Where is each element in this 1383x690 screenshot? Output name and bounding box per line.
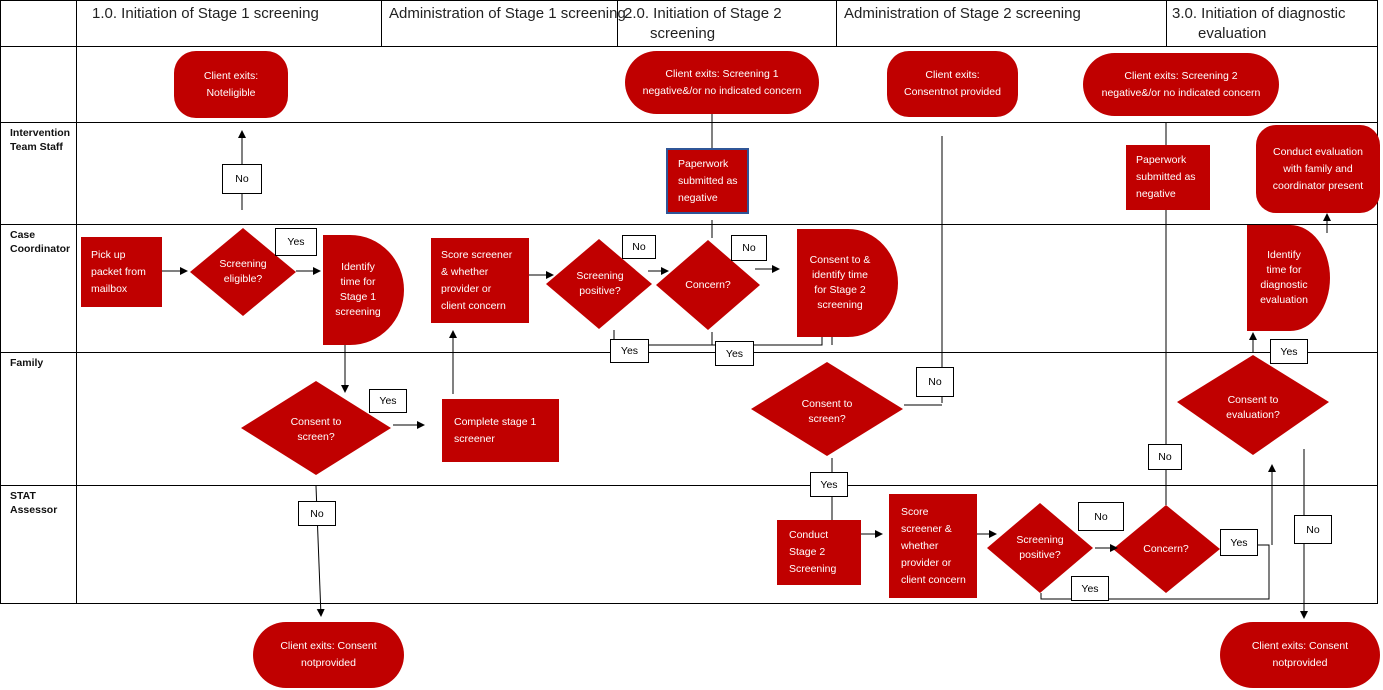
label-yes: Yes <box>369 389 407 413</box>
diamond-consent-evaluation <box>1177 355 1329 455</box>
label-no: No <box>622 235 656 259</box>
diamond-consent-screen-mid <box>751 362 903 456</box>
d-identify-stage1 <box>323 235 404 345</box>
label-yes: Yes <box>1270 339 1308 364</box>
label-yes: Yes <box>810 472 848 497</box>
diamond-screening-positive-1 <box>546 239 652 329</box>
diamond-concern-1 <box>656 240 760 330</box>
label-yes: Yes <box>1071 576 1109 601</box>
label-no: No <box>1294 515 1332 544</box>
header-administration-stage2: Administration of Stage 2 screening <box>844 5 1081 22</box>
header-initiation-diagnostic: 3.0. Initiation of diagnostic evaluation <box>1172 4 1345 44</box>
label-no: No <box>298 501 336 526</box>
exit-screening1-negative: Client exits: Screening 1 negative&/or n… <box>625 51 819 114</box>
label-yes: Yes <box>275 228 317 256</box>
d-identify-diagnostic <box>1247 225 1330 331</box>
d-consent-identify <box>797 229 898 337</box>
header-initiation-stage2: 2.0. Initiation of Stage 2 screening <box>624 4 782 44</box>
label-no: No <box>1148 444 1182 470</box>
header-administration-stage1: Administration of Stage 1 screening <box>389 5 626 22</box>
exit-consent-not-provided-top: Client exits: Consentnot provided <box>887 51 1018 117</box>
text-concern-2: Concern? <box>1143 542 1189 555</box>
label-yes: Yes <box>610 339 649 363</box>
exit-consent-not-provided-right: Client exits: Consent notprovided <box>1220 622 1380 688</box>
label-no: No <box>1078 502 1124 531</box>
d-shapes <box>323 225 1330 345</box>
header-initiation-stage2-line2: screening <box>650 25 716 42</box>
exit-consent-not-provided-left: Client exits: Consent notprovided <box>253 622 404 688</box>
diamond-screening-eligible <box>190 228 296 316</box>
header-initiation-diagnostic-line1: 3.0. Initiation of diagnostic <box>1172 5 1346 22</box>
label-no: No <box>731 235 767 261</box>
lane-family: Family <box>10 357 44 369</box>
label-yes: Yes <box>1220 529 1258 556</box>
swimlane-grid <box>0 0 1378 604</box>
decision-shapes <box>190 228 1329 593</box>
header-initiation-stage2-line1: 2.0. Initiation of Stage 2 <box>624 5 782 22</box>
diamond-consent-screen-left <box>241 381 391 475</box>
exit-screening2-negative: Client exits: Screening 2 negative&/or n… <box>1083 53 1279 116</box>
header-initiation-stage1: 1.0. Initiation of Stage 1 screening <box>92 5 319 22</box>
label-no: No <box>916 367 954 397</box>
label-no: No <box>222 164 262 194</box>
diamond-screening-positive-2 <box>987 503 1093 593</box>
text-concern-1: Concern? <box>685 278 731 291</box>
label-yes: Yes <box>715 341 754 366</box>
exit-not-eligible: Client exits: Noteligible <box>174 51 288 118</box>
header-initiation-diagnostic-line2: evaluation <box>1198 25 1267 42</box>
diamond-concern-2 <box>1113 505 1220 593</box>
